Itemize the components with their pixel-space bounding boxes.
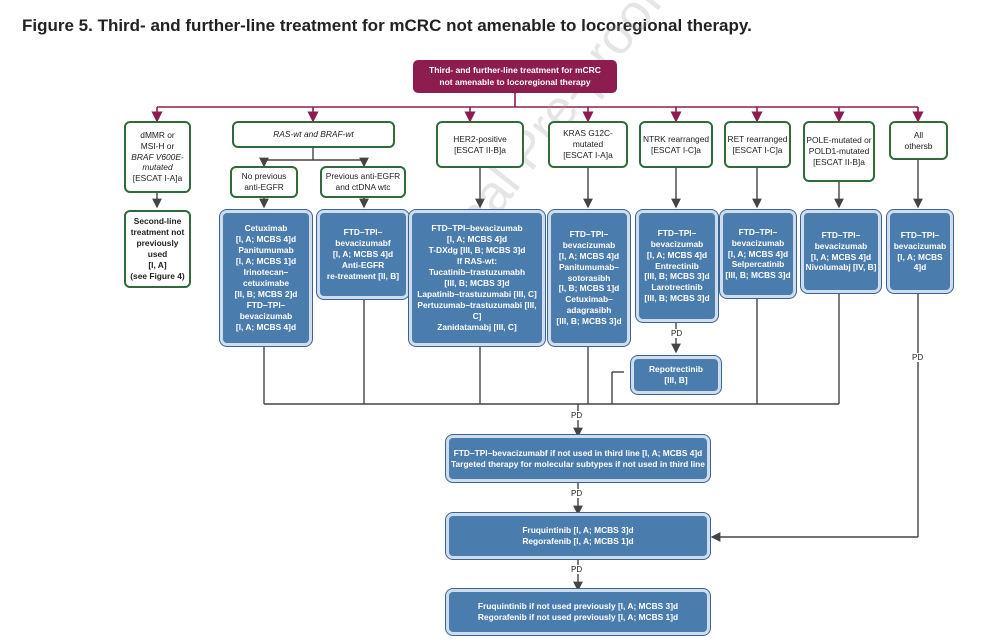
pd-label-ntrk: PD — [670, 329, 684, 338]
pd-label-3: PD — [570, 565, 584, 574]
bottom-box-if-not-used: Fruquintinib if not used previously [I, … — [446, 589, 710, 635]
category-her2: HER2-positive[ESCAT II-B]a — [436, 121, 524, 168]
category-ntrk: NTRK rearranged[ESCAT I-C]a — [639, 121, 713, 168]
treatment-repotrectinib: Repotrectinib[III, B] — [631, 356, 721, 394]
top-box: Third- and further-line treatment for mC… — [413, 60, 617, 93]
treatment-all-others: FTD–TPI–bevacizumab[I, A; MCBS 4]d — [887, 210, 953, 293]
category-ret: RET rearranged[ESCAT I-C]a — [724, 121, 791, 168]
category-ras-braf-wt: RAS-wt and BRAF-wt — [232, 121, 395, 148]
bottom-box-ftd-targeted: FTD–TPI–bevacizumabf if not used in thir… — [446, 435, 710, 482]
category-kras: KRAS G12C-mutated[ESCAT I-A]a — [548, 121, 628, 168]
pd-label-2: PD — [570, 489, 584, 498]
pd-label-others: PD — [911, 353, 925, 362]
pd-label-1: PD — [570, 411, 584, 420]
figure-title: Figure 5. Third- and further-line treatm… — [22, 16, 752, 35]
